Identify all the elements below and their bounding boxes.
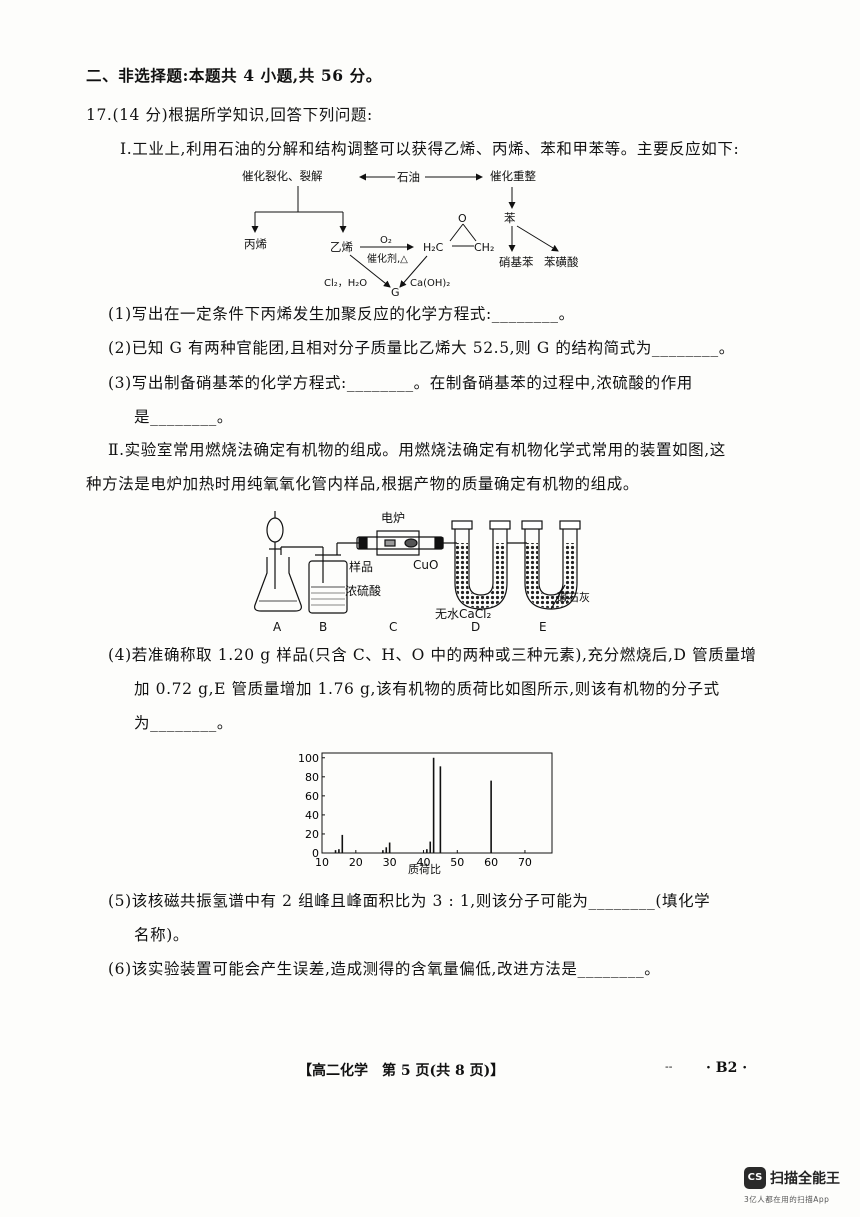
flow-label-benzene: 苯 xyxy=(504,211,516,225)
x-tick-label: 30 xyxy=(383,856,397,869)
flow-label-g: G xyxy=(391,286,400,299)
epoxide-h2c: H₂C xyxy=(423,241,444,254)
label-sample: 样品 xyxy=(349,559,373,574)
footer-dash: -- xyxy=(665,1060,673,1073)
combustion-apparatus-diagram: 电炉 样品 CuO 浓硫酸 无水CaCl₂ 碱石灰 A B C D E xyxy=(254,511,590,634)
question-4-line-3: 为________。 xyxy=(134,714,234,732)
label-anhydrous-cacl2: 无水CaCl₂ xyxy=(435,607,491,621)
x-axis-label: 质荷比 xyxy=(408,863,441,875)
question-3-line-2: 是________。 xyxy=(134,408,234,426)
label-e: E xyxy=(539,620,547,634)
label-b: B xyxy=(319,620,327,634)
x-tick-label: 40 xyxy=(416,856,430,869)
x-tick-label: 70 xyxy=(518,856,532,869)
flow-label-benzenesulfonic: 苯磺酸 xyxy=(544,255,579,269)
epoxide-ch2: CH₂ xyxy=(474,241,494,254)
flow-label-ethene: 乙烯 xyxy=(330,240,353,254)
flow-label-catalyst: 催化剂,△ xyxy=(367,252,408,265)
question-4-line-2: 加 0.72 g,E 管质量增加 1.76 g,该有机物的质荷比如图所示,则该有… xyxy=(134,680,720,698)
question-17-stem: 17.(14 分)根据所学知识,回答下列问题: xyxy=(86,106,373,124)
y-tick-label: 60 xyxy=(305,790,319,803)
question-5-line-2: 名称)。 xyxy=(134,926,189,944)
label-a: A xyxy=(273,620,282,634)
flow-label-cracking: 催化裂化、裂解 xyxy=(242,169,323,183)
label-cuo: CuO xyxy=(413,558,438,572)
question-6: (6)该实验装置可能会产生误差,造成测得的含氧量偏低,改进方法是________… xyxy=(108,960,661,978)
flow-label-propene: 丙烯 xyxy=(244,237,267,251)
question-5-line-1: (5)该核磁共振氢谱中有 2 组峰且峰面积比为 3 : 1,则该分子可能为___… xyxy=(108,892,711,910)
y-tick-label: 40 xyxy=(305,809,319,822)
scanner-tagline: 3亿人都在用的扫描App xyxy=(744,1195,830,1204)
footer-page-info: 【高二化学 第 5 页(共 8 页)】 xyxy=(298,1063,505,1079)
part-2-line-1: Ⅱ.实验室常用燃烧法确定有机物的组成。用燃烧法确定有机物化学式常用的装置如图,这 xyxy=(108,441,726,459)
part-1-intro: Ⅰ.工业上,利用石油的分解和结构调整可以获得乙烯、丙烯、苯和甲苯等。主要反应如下… xyxy=(120,140,740,158)
y-tick-label: 100 xyxy=(298,752,319,765)
epoxide-oxygen: O xyxy=(458,212,467,225)
section-heading: 二、非选择题:本题共 4 小题,共 56 分。 xyxy=(86,66,382,85)
x-tick-label: 50 xyxy=(450,856,464,869)
flow-label-cl2-h2o: Cl₂，H₂O xyxy=(324,278,367,289)
footer-code: · B2 · xyxy=(706,1060,748,1076)
x-tick-label: 20 xyxy=(349,856,363,869)
plot-frame xyxy=(321,752,553,854)
scanner-app-name: 扫描全能王 xyxy=(770,1171,840,1187)
x-tick-label: 60 xyxy=(484,856,498,869)
label-soda-lime: 碱石灰 xyxy=(557,590,590,604)
question-4-line-1: (4)若准确称取 1.20 g 样品(只含 C、H、O 中的两种或三种元素),充… xyxy=(108,646,757,664)
y-tick-label: 20 xyxy=(305,828,319,841)
label-conc-sulfuric-acid: 浓硫酸 xyxy=(345,583,381,598)
flow-label-o2: O₂ xyxy=(380,235,392,246)
reaction-flow-diagram: 催化裂化、裂解 石油 催化重整 丙烯 乙烯 苯 O₂ 催化剂,△ O H₂C C… xyxy=(242,169,579,299)
y-tick-label: 80 xyxy=(305,771,319,784)
flow-label-reforming: 催化重整 xyxy=(490,169,536,183)
question-2: (2)已知 G 有两种官能团,且相对分子质量比乙烯大 52.5,则 G 的结构简… xyxy=(108,339,735,357)
question-3-line-1: (3)写出制备硝基苯的化学方程式:________。在制备硝基苯的过程中,浓硫酸… xyxy=(108,374,693,392)
question-1: (1)写出在一定条件下丙烯发生加聚反应的化学方程式:________。 xyxy=(108,305,575,323)
flow-label-oil: 石油 xyxy=(397,170,420,184)
mass-spectrum-chart: 0 20 40 60 80 100 10 20 30 40 50 60 70 质荷比 xyxy=(298,752,553,875)
scanner-logo-icon: CS xyxy=(744,1167,766,1189)
label-c: C xyxy=(389,620,397,634)
label-d: D xyxy=(471,620,480,634)
flow-label-caoh2: Ca(OH)₂ xyxy=(410,278,450,289)
flow-label-nitrobenzene: 硝基苯 xyxy=(499,255,534,269)
part-2-line-2: 种方法是电炉加热时用纯氧氧化管内样品,根据产物的质量确定有机物的组成。 xyxy=(86,475,639,493)
label-furnace: 电炉 xyxy=(381,511,405,525)
y-tick-label: 0 xyxy=(312,847,319,860)
x-tick-label: 10 xyxy=(315,856,329,869)
